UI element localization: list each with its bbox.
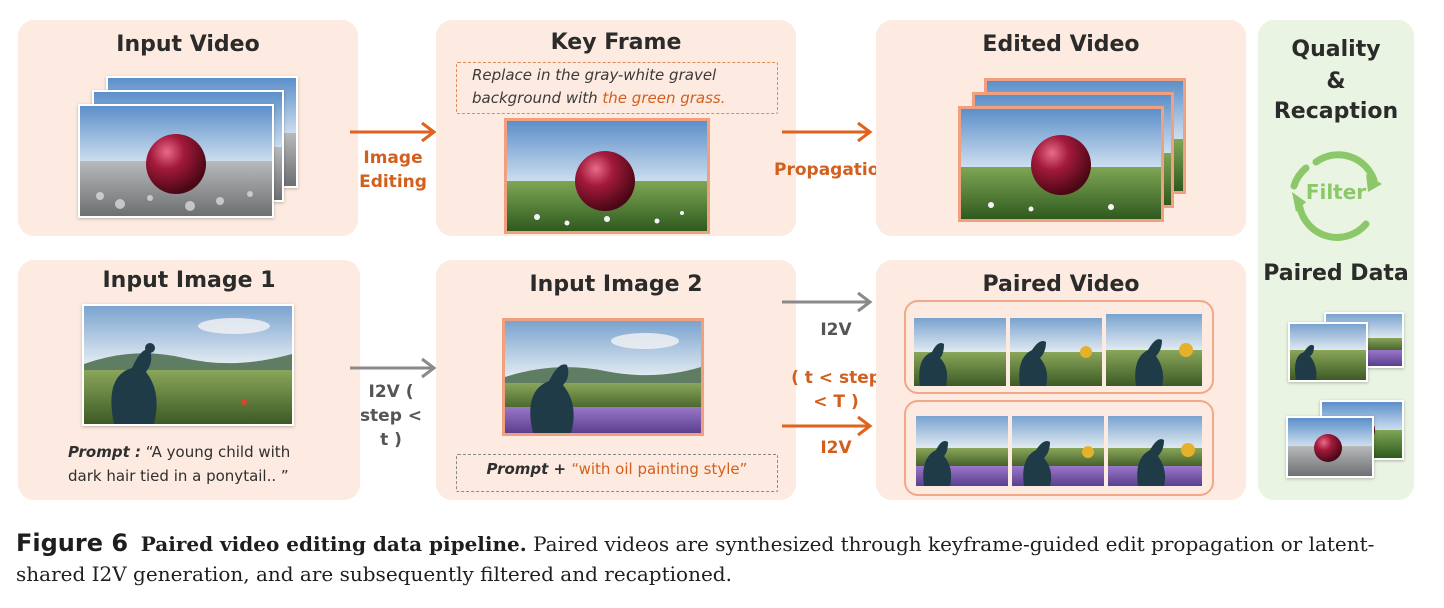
paired-data-peacock-front <box>1288 322 1368 382</box>
style-prompt-prefix: Prompt + <box>486 460 572 478</box>
quality-title-line3: Recaption <box>1273 99 1399 124</box>
clip-frame-1 <box>916 416 1008 486</box>
clip-frame-3 <box>1108 416 1202 486</box>
input-image-1-panel: Input Image 1 Prompt : “A young child wi… <box>18 260 360 500</box>
quality-title-line1: Quality <box>1291 37 1381 62</box>
style-prompt-highlight: “with oil painting style” <box>571 460 748 478</box>
image-editing-label: Image Editing <box>359 148 427 192</box>
input-image-2 <box>502 318 704 436</box>
edit-instruction-box <box>456 62 778 114</box>
panel-title: Input Image 2 <box>529 272 703 297</box>
instruction-prefix: Replace in the gray-white gravel backgro… <box>472 66 717 107</box>
clip-frame-2 <box>1012 416 1104 486</box>
panel-title: Edited Video <box>982 32 1140 57</box>
image-editing-arrow <box>350 121 437 143</box>
clip-frame-1 <box>914 318 1006 386</box>
quality-recaption-panel: Quality & Recaption Filter Paired Data <box>1258 20 1414 500</box>
prompt-label: Prompt : <box>68 443 141 461</box>
edit-instruction: Replace in the gray-white gravel backgro… <box>472 64 772 110</box>
clip-frame-3 <box>1106 314 1202 386</box>
panel-title: Input Video <box>116 32 260 57</box>
i2v-step-arrow <box>350 357 437 379</box>
paired-clip-original <box>904 300 1214 394</box>
filter-label: Filter <box>1305 180 1367 204</box>
edited-video-panel: Edited Video <box>876 20 1246 236</box>
paired-clip-edited <box>904 400 1214 496</box>
i2v-bottom-label: I2V <box>820 438 852 458</box>
prompt-text: Prompt : “A young child with dark hair t… <box>68 440 328 488</box>
propagation-arrow <box>782 121 873 143</box>
clip-frame-2 <box>1010 318 1102 386</box>
propagation-label: Propagation <box>774 160 892 180</box>
paired-video-panel: Paired Video <box>876 260 1246 500</box>
i2v-top-label: I2V <box>820 320 852 340</box>
panel-title: Key Frame <box>550 30 682 55</box>
style-prompt-box <box>456 454 778 492</box>
i2v-top-arrow <box>782 291 873 313</box>
caption-text: Paired videos are synthesized through ke… <box>16 532 1375 586</box>
style-prompt: Prompt + “with oil painting style” <box>456 460 778 478</box>
i2v-bottom-arrow <box>782 415 873 437</box>
panel-title: Input Image 1 <box>102 268 276 293</box>
edited-key-frame-image <box>504 118 710 234</box>
input-image-1 <box>82 304 294 426</box>
figure-number: Figure 6 <box>16 529 129 557</box>
video-frame-front <box>78 104 274 218</box>
t-step-T-label: ( t < step < T ) <box>791 368 881 412</box>
edited-frame-front <box>958 106 1164 222</box>
i2v-step-label: I2V ( step < t ) <box>359 382 423 450</box>
filter-cycle-icon <box>1290 151 1382 241</box>
figure-caption: Figure 6 Paired video editing data pipel… <box>16 528 1428 589</box>
input-image-2-panel: Input Image 2 Prompt + “with oil paintin… <box>436 260 796 500</box>
input-video-panel: Input Video <box>18 20 358 236</box>
caption-title: Paired video editing data pipeline. <box>140 532 527 556</box>
instruction-highlight: the green grass. <box>602 89 726 107</box>
quality-title-line2: & <box>1326 69 1346 94</box>
panel-title: Paired Video <box>982 272 1140 297</box>
paired-data-ball-front <box>1286 416 1374 478</box>
prompt-value: “A young child with dark hair tied in a … <box>68 443 291 485</box>
key-frame-panel: Key Frame Replace in the gray-white grav… <box>436 20 796 236</box>
paired-data-label: Paired Data <box>1263 261 1409 286</box>
